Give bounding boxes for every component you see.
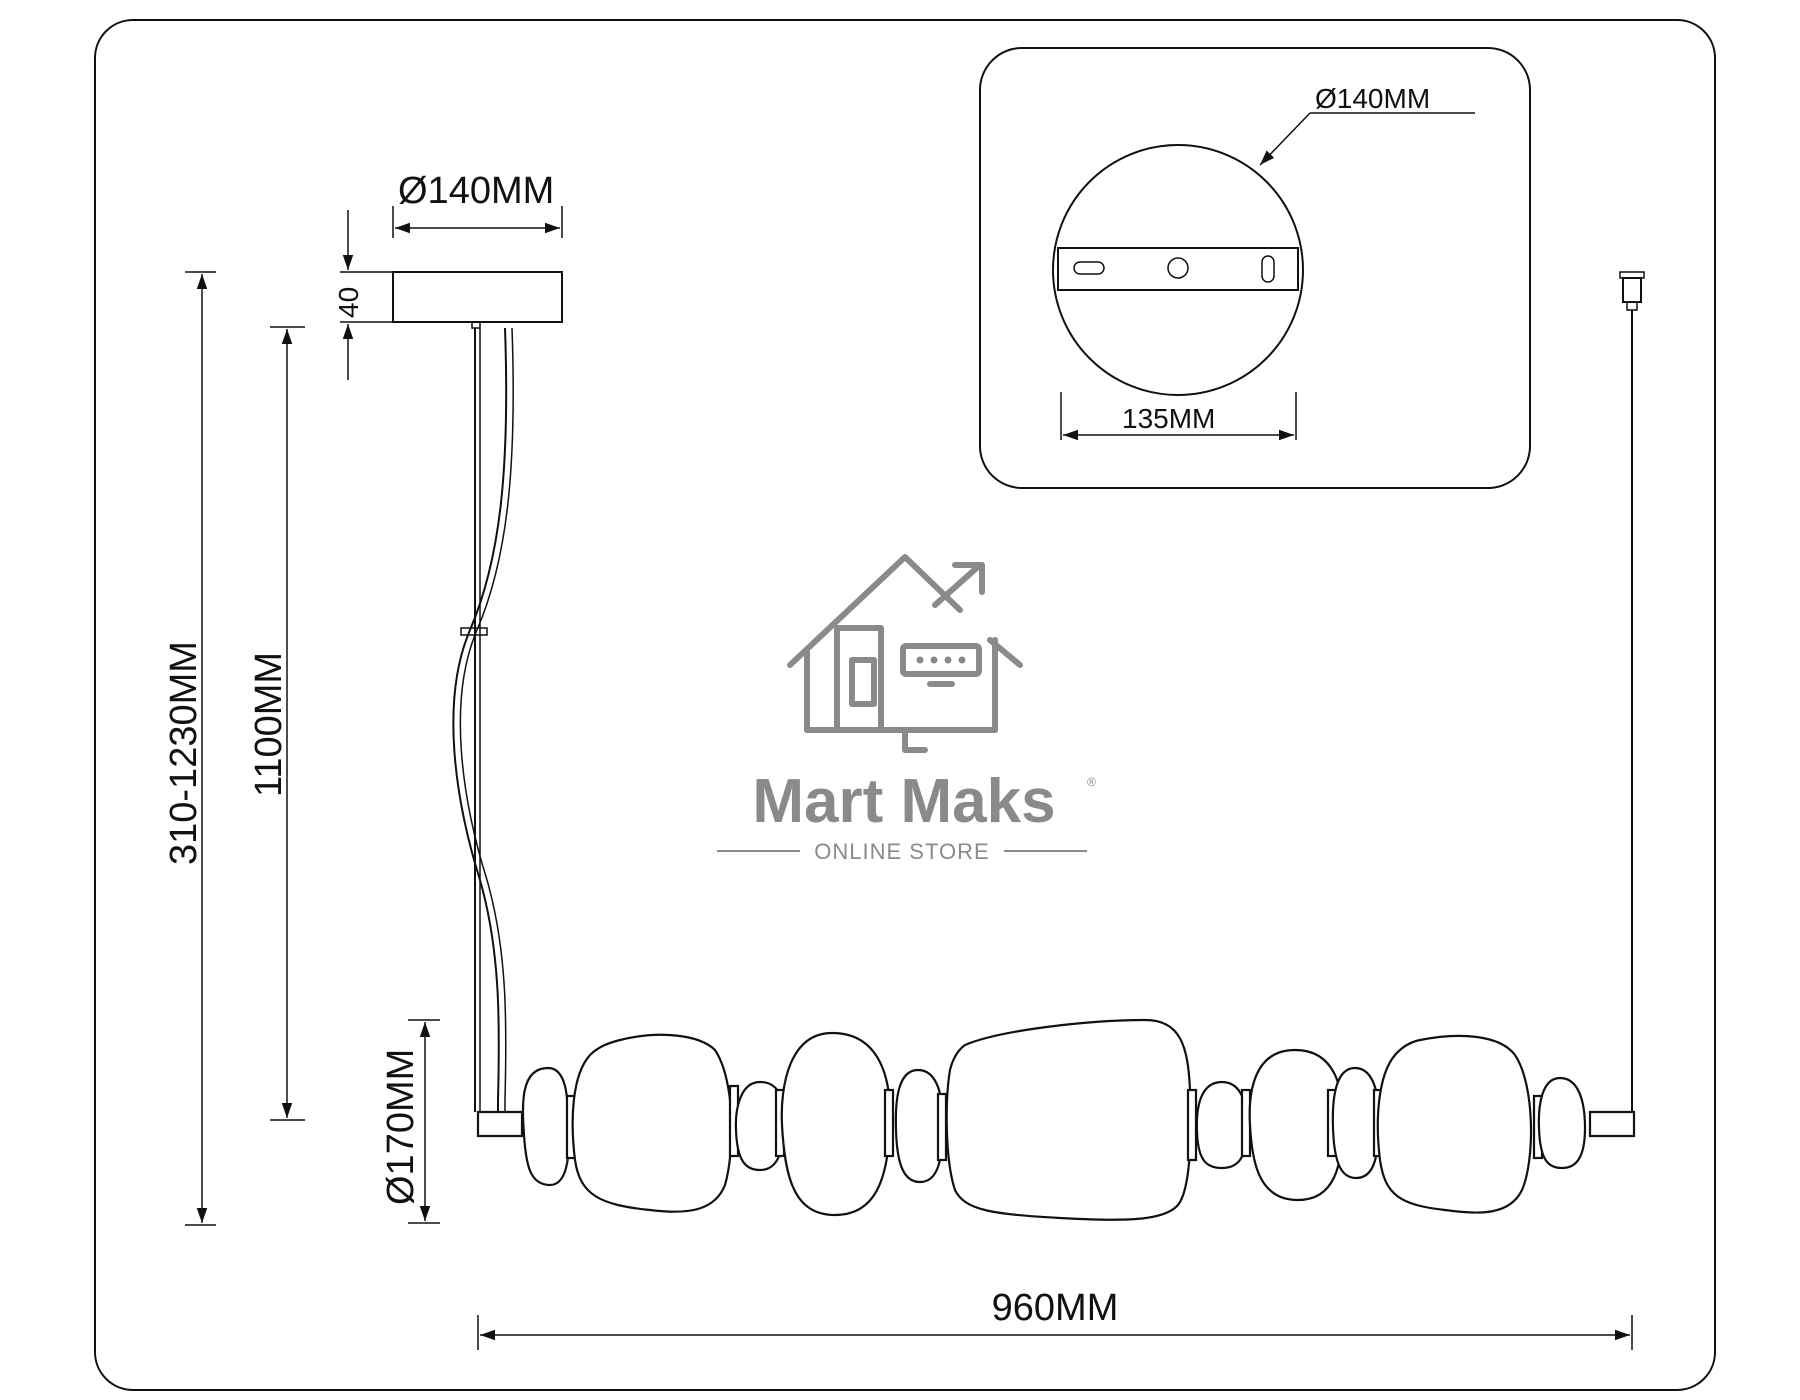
watermark-logo: Mart Maks ® ONLINE STORE	[717, 554, 1096, 864]
canopy-assembly: Ø140MM 40	[333, 170, 563, 1112]
registered-mark: ®	[1087, 775, 1096, 789]
cable-clip	[460, 627, 488, 636]
power-cord	[452, 327, 508, 1112]
canopy-height-label: 40	[333, 287, 364, 318]
slot-hole-right	[1261, 255, 1275, 283]
total-height-label: 310-1230MM	[163, 641, 205, 865]
shade-small-5	[1331, 1066, 1381, 1180]
shade-large-center	[945, 1018, 1192, 1221]
height-dimensions: 310-1230MM 1100MM Ø170MM	[163, 271, 440, 1226]
house-logo-icon	[787, 554, 1023, 753]
shade-large-1	[571, 1033, 733, 1213]
light-body	[476, 1018, 1636, 1221]
plate-width-label: 135MM	[1122, 403, 1215, 434]
shade-large-2	[1376, 1034, 1533, 1214]
plate-circle	[1052, 144, 1304, 396]
connector-6	[1186, 1088, 1198, 1162]
plate-diameter-label: Ø140MM	[1315, 83, 1430, 114]
inset-frame	[979, 47, 1531, 489]
brand-tagline: ONLINE STORE	[814, 839, 989, 864]
brand-name: Mart Maks	[752, 767, 1055, 836]
mounting-plate-inset: Ø140MM 135MM	[979, 47, 1531, 489]
right-anchor-bottom	[1626, 301, 1638, 311]
canopy-diameter-label: Ø140MM	[398, 170, 554, 212]
center-hole	[1167, 257, 1189, 279]
total-width-label: 960MM	[992, 1287, 1119, 1329]
canopy	[392, 271, 563, 323]
shade-small-4	[1195, 1080, 1249, 1170]
slot-hole-left	[1073, 261, 1105, 275]
shade-small-3	[894, 1068, 945, 1184]
cable-length-label: 1100MM	[248, 652, 290, 797]
power-cord-inner	[459, 327, 514, 1112]
outer-frame	[94, 19, 1716, 1391]
right-suspension	[1619, 271, 1645, 1130]
plate-diameter-arrow	[1259, 112, 1311, 166]
right-bar	[1588, 1110, 1636, 1138]
width-dimension: 960MM	[477, 1287, 1633, 1350]
right-anchor	[1622, 277, 1642, 303]
mounting-bar	[1057, 247, 1299, 291]
shade-diameter-label: Ø170MM	[380, 1049, 422, 1205]
shade-round-1	[780, 1031, 892, 1217]
connector-5	[936, 1092, 948, 1162]
left-bar	[476, 1110, 524, 1138]
connector-4	[883, 1088, 895, 1158]
shade-small-6	[1537, 1076, 1587, 1170]
shade-small-1	[521, 1066, 571, 1187]
